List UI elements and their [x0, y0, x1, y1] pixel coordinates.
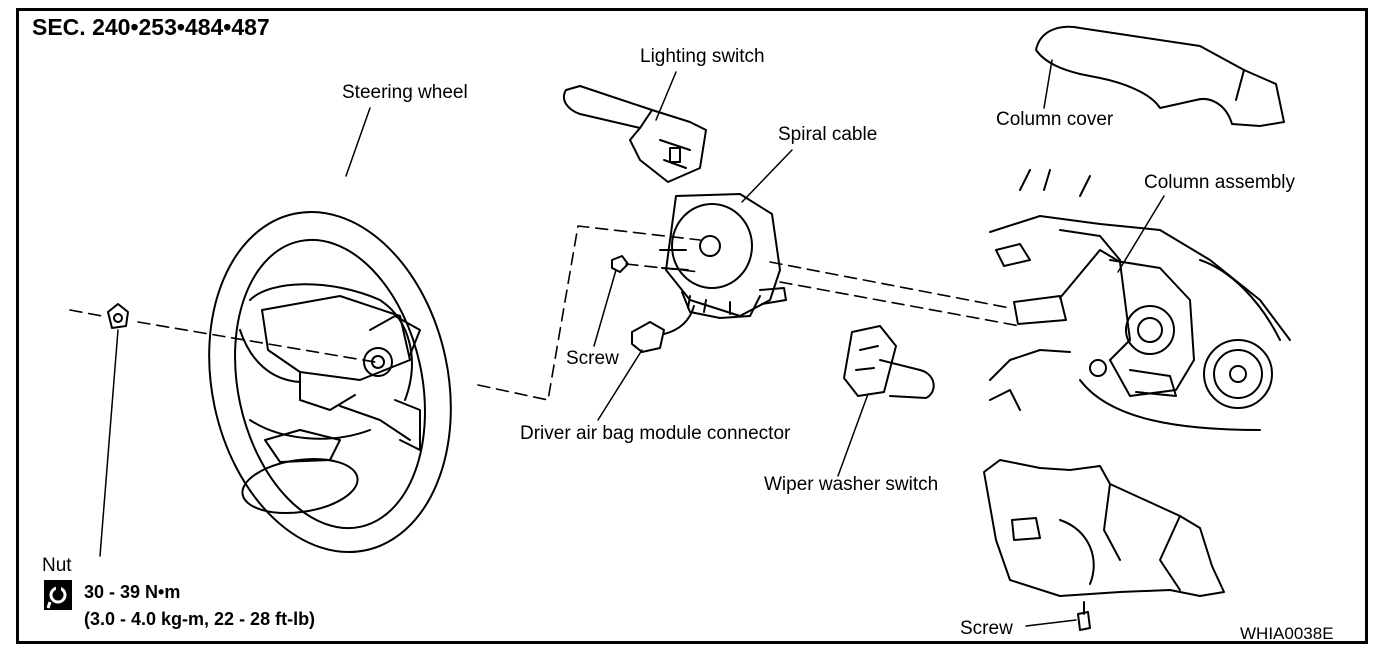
nut-part	[107, 303, 129, 329]
label-screw-upper: Screw	[566, 348, 619, 369]
figure-code: WHIA0038E	[1240, 624, 1334, 643]
spiral-cable-part	[659, 193, 787, 319]
section-reference: SEC. 240•253•484•487	[32, 14, 270, 40]
torque-spec-imperial: (3.0 - 4.0 kg-m, 22 - 28 ft-lb)	[84, 609, 316, 629]
label-wiper-washer-switch: Wiper washer switch	[764, 474, 939, 495]
screw-lower-part	[1077, 601, 1091, 631]
airbag-connector-part	[631, 305, 695, 353]
label-column-cover: Column cover	[996, 109, 1114, 130]
screw-upper-part	[611, 255, 629, 273]
torque-wrench-icon	[44, 580, 72, 610]
wiper-washer-switch-part	[843, 325, 935, 399]
steering-wheel-part	[208, 210, 452, 554]
torque-spec-metric: 30 - 39 N•m	[84, 582, 181, 602]
label-screw-lower: Screw	[960, 618, 1013, 639]
label-airbag-connector: Driver air bag module connector	[520, 423, 791, 444]
leader-lines	[99, 59, 1165, 627]
lower-column-cover-part	[983, 459, 1225, 597]
column-cover-part	[1035, 25, 1285, 127]
label-spiral-cable: Spiral cable	[778, 124, 878, 145]
label-nut: Nut	[42, 555, 72, 576]
label-lighting-switch: Lighting switch	[640, 46, 765, 67]
diagram-frame	[16, 8, 1368, 644]
column-assembly-part	[989, 169, 1291, 431]
lighting-switch-part	[562, 85, 707, 183]
label-column-assembly: Column assembly	[1144, 172, 1295, 193]
label-steering-wheel: Steering wheel	[342, 82, 468, 103]
